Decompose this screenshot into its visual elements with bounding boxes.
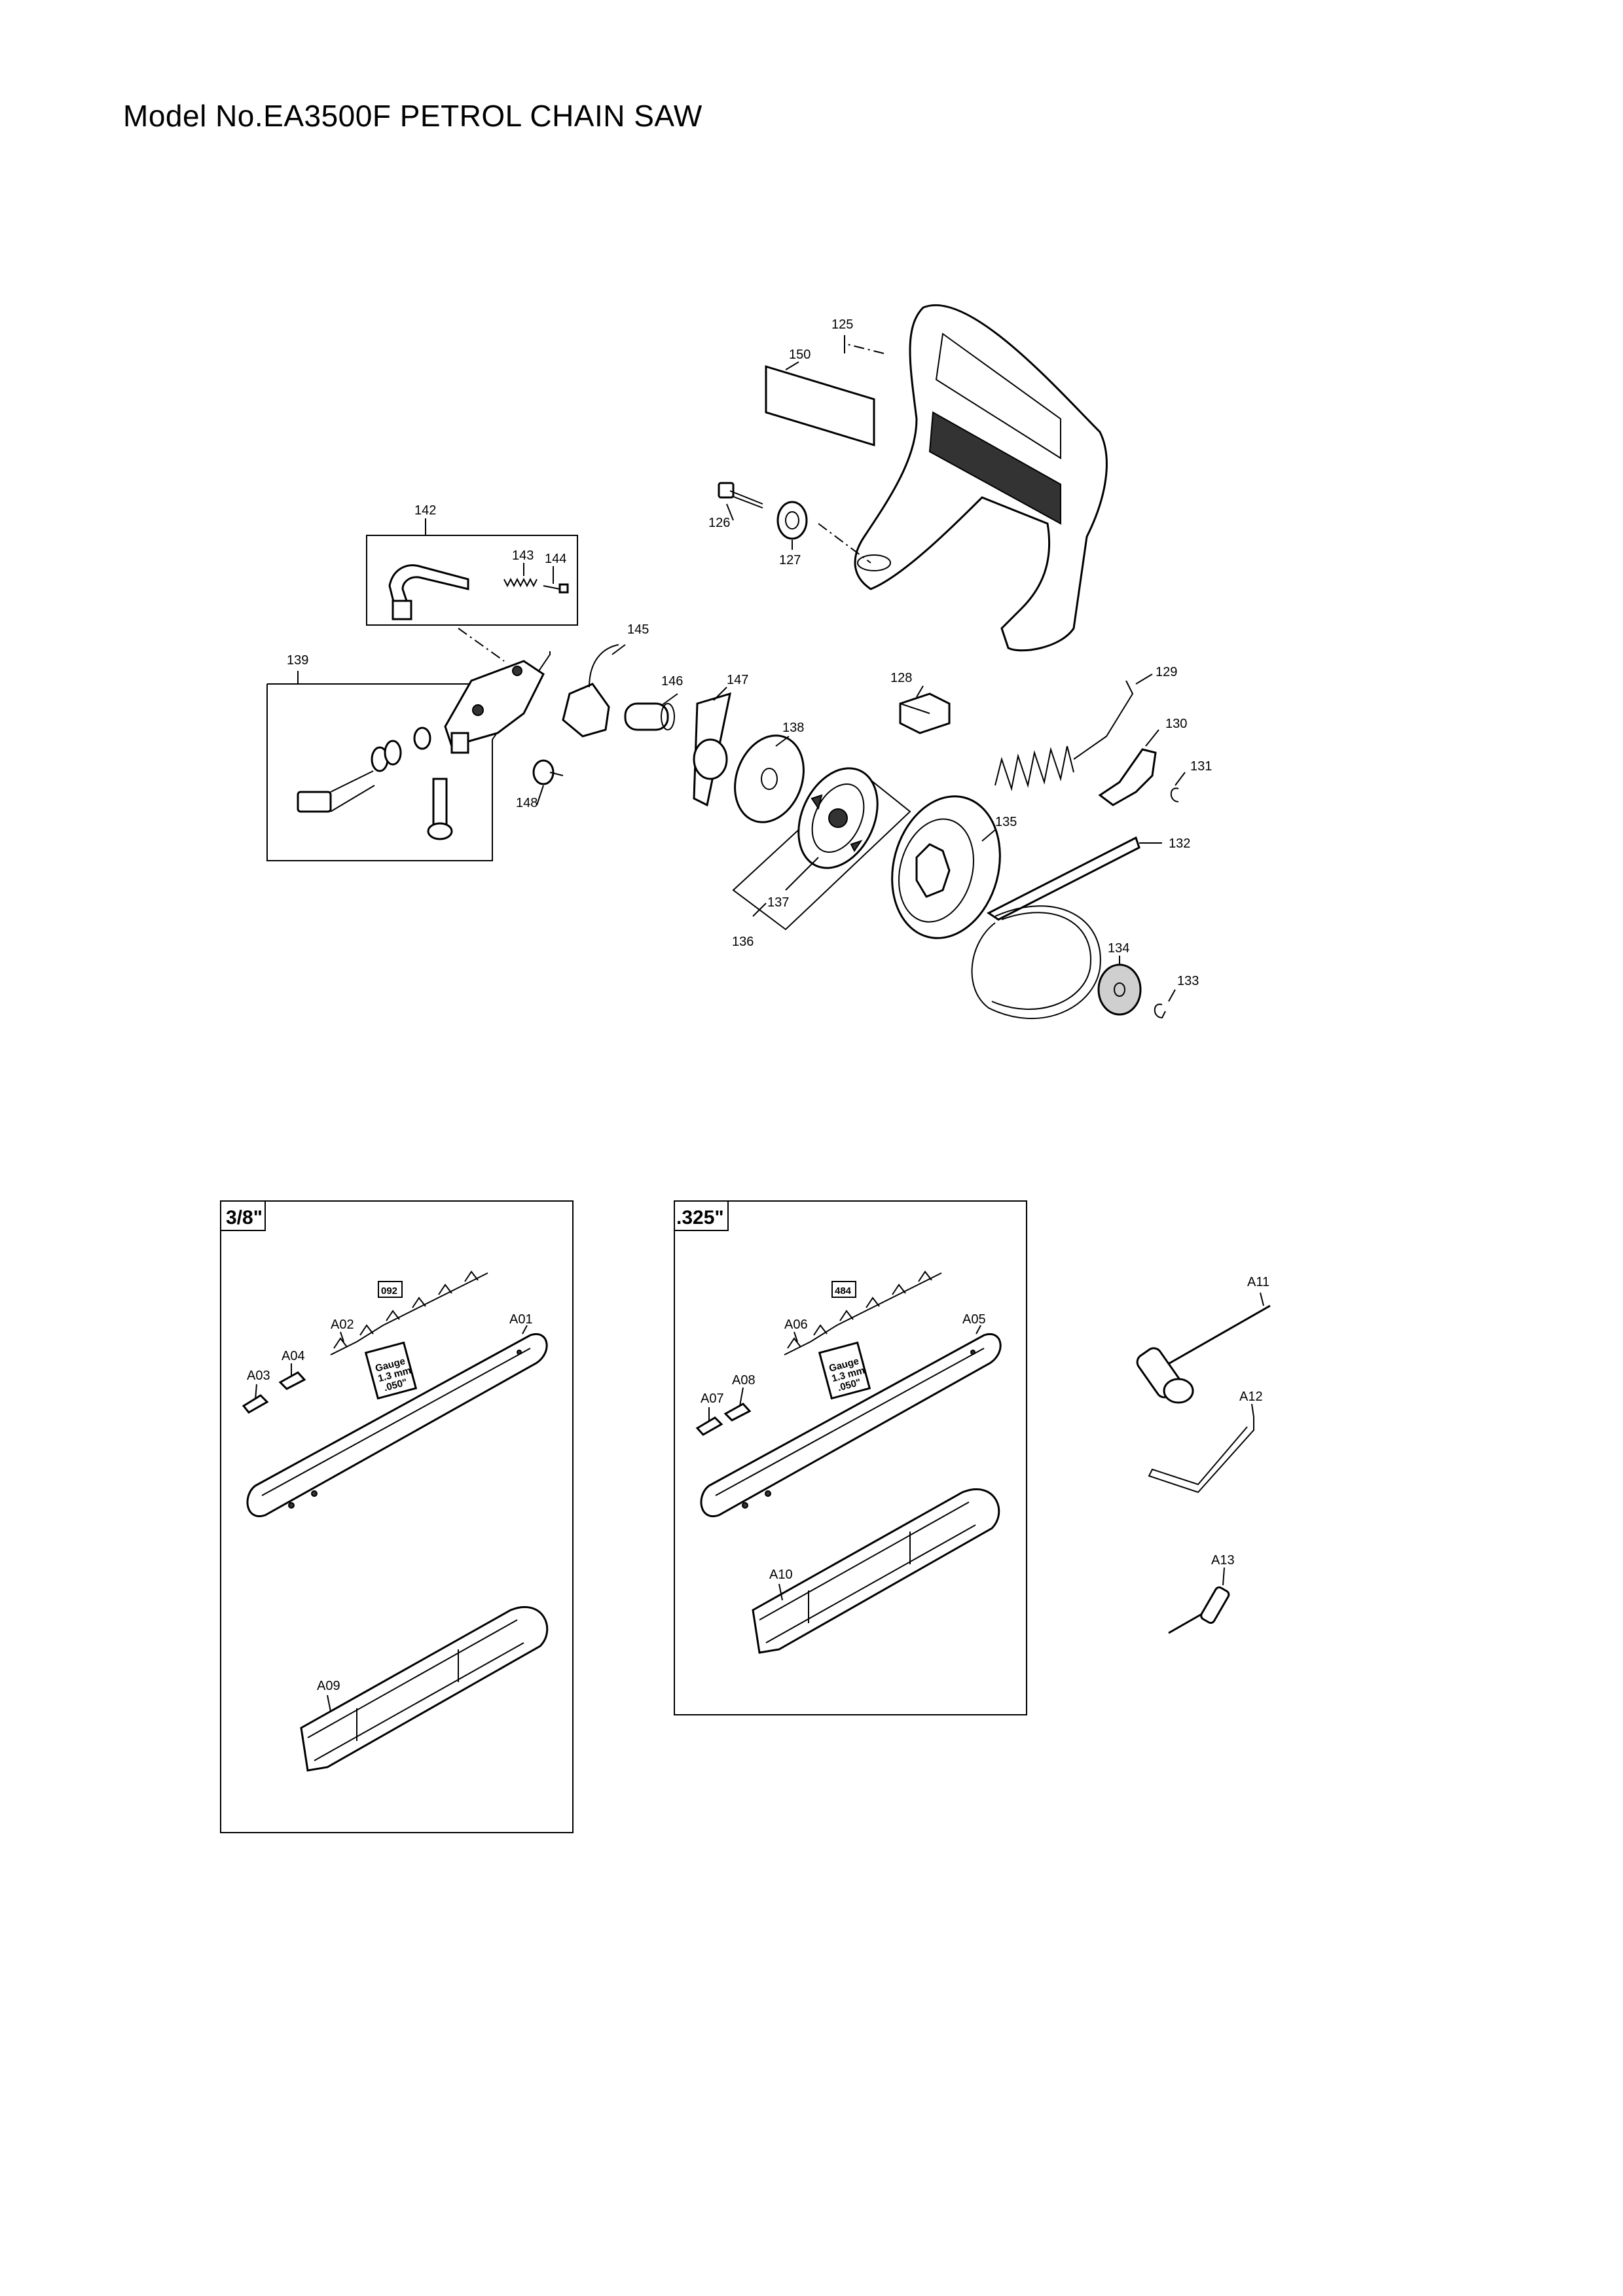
label-a04: A04	[282, 1349, 305, 1363]
label-145: 145	[627, 622, 649, 637]
label-125: 125	[831, 317, 853, 332]
part-a01-guide-bar	[246, 1333, 548, 1518]
part-150-decal	[765, 365, 875, 447]
part-147-worm-gear	[693, 692, 731, 807]
part-148-screw	[532, 759, 564, 785]
label-a11: A11	[1247, 1275, 1269, 1289]
part-a04-link	[278, 1371, 306, 1390]
part-125-hand-guard	[854, 304, 1108, 652]
label-143: 143	[512, 548, 534, 563]
part-a13-screwdriver	[1168, 1567, 1230, 1634]
part-132-brake-band	[971, 836, 1140, 1019]
label-142: 142	[414, 503, 436, 518]
label-139: 139	[287, 653, 308, 668]
label-a01: A01	[509, 1312, 533, 1327]
label-136: 136	[732, 935, 754, 949]
part-a08-link	[723, 1403, 752, 1422]
part-135-clutch-drum	[891, 795, 1001, 939]
label-135: 135	[995, 815, 1017, 829]
label-137: 137	[767, 895, 789, 910]
chain-code-092: 092	[381, 1285, 397, 1297]
label-a09: A09	[317, 1679, 340, 1693]
part-a10-bar-cover	[752, 1488, 1000, 1654]
part-144-pin	[543, 583, 569, 594]
part-adjuster-screw	[427, 778, 453, 840]
part-128-block	[899, 692, 951, 734]
label-128: 128	[890, 671, 912, 685]
label-a02: A02	[331, 1318, 354, 1332]
label-147: 147	[727, 673, 748, 687]
part-a11-t-wrench	[1136, 1292, 1271, 1404]
part-137-clutch	[797, 767, 879, 869]
group-139-box	[266, 651, 551, 861]
part-a12-hex-key	[1148, 1403, 1254, 1494]
part-134-washer	[1097, 963, 1142, 1016]
part-a09-bar-cover	[300, 1605, 549, 1772]
part-145-hose-fitting	[562, 644, 619, 738]
part-127-bushing	[776, 501, 808, 540]
accessory-box-325	[674, 1200, 1027, 1715]
label-130: 130	[1165, 717, 1187, 731]
pitch-label-3-8: 3/8"	[226, 1207, 263, 1229]
label-144: 144	[545, 552, 566, 566]
part-146-bearing	[624, 702, 675, 731]
part-a06-chain	[784, 1270, 942, 1355]
page-title: Model No.EA3500F PETROL CHAIN SAW	[123, 99, 702, 133]
part-129-spring	[994, 680, 1134, 791]
part-138-washer	[734, 734, 805, 823]
label-a03: A03	[247, 1369, 270, 1383]
part-a05-guide-bar	[700, 1333, 1002, 1518]
label-133: 133	[1177, 974, 1199, 988]
part-133-eclip	[1154, 1003, 1166, 1019]
label-a06: A06	[784, 1318, 808, 1332]
label-126: 126	[708, 516, 730, 530]
part-a02-chain	[330, 1270, 488, 1355]
part-worm-shaft	[297, 726, 431, 813]
label-134: 134	[1108, 941, 1129, 956]
leader-lines	[297, 335, 1186, 1002]
pitch-label-325: .325"	[676, 1207, 724, 1229]
part-143-spring	[503, 577, 538, 588]
label-a07: A07	[701, 1391, 724, 1406]
label-129: 129	[1156, 665, 1177, 679]
part-131-circlip	[1170, 787, 1179, 802]
part-130-lever	[1098, 748, 1157, 806]
label-138: 138	[782, 721, 804, 735]
accessory-box-3-8	[220, 1200, 574, 1833]
part-139-oil-pump	[444, 660, 545, 754]
label-a13: A13	[1211, 1553, 1235, 1568]
label-a05: A05	[962, 1312, 986, 1327]
label-146: 146	[661, 674, 683, 689]
part-a07-link	[695, 1416, 723, 1436]
part-142-oil-hose	[388, 564, 469, 620]
label-127: 127	[779, 553, 801, 567]
label-132: 132	[1169, 836, 1190, 851]
group-142-box	[366, 535, 578, 626]
part-126-screw	[718, 482, 763, 509]
label-148: 148	[516, 796, 538, 810]
label-a12: A12	[1239, 1390, 1263, 1404]
label-a10: A10	[769, 1568, 793, 1582]
label-131: 131	[1190, 759, 1212, 774]
label-150: 150	[789, 348, 811, 362]
chain-code-484: 484	[835, 1285, 852, 1297]
label-a08: A08	[732, 1373, 756, 1388]
